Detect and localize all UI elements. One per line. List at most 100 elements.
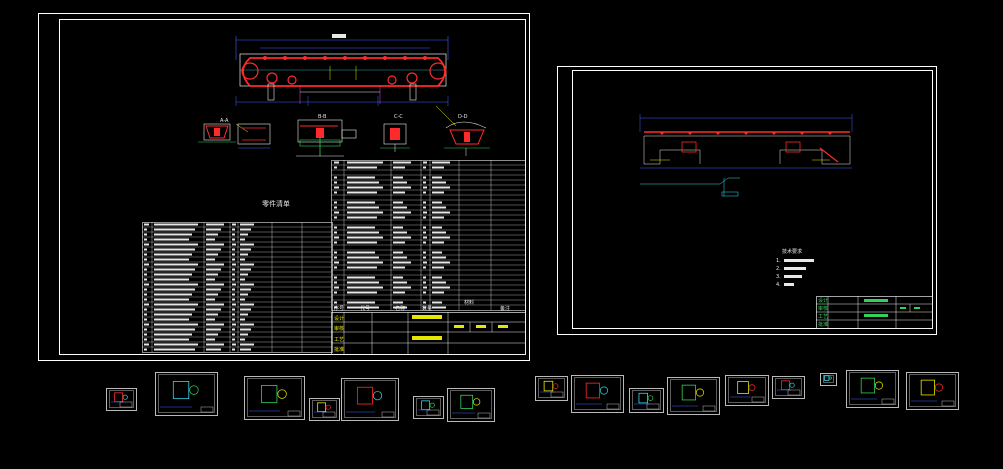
drawing-thumbnail-7[interactable] [447,388,495,422]
section-label-b: B-B [318,114,327,120]
drawing-sheet-1[interactable]: A-A B-B C-C [38,13,530,361]
table-cell-text [334,231,337,234]
note-1: 1. [776,258,781,264]
table-cell-text [432,181,446,184]
table-cell-text [423,216,426,219]
drawing-thumbnail-1[interactable] [106,388,137,411]
table-cell-text [334,286,339,289]
table-cell-text [393,261,411,264]
thumbnail-frame [571,375,624,413]
drawing-thumbnail-8[interactable] [535,376,568,401]
table-cell-text [432,301,442,304]
table-cell-text [240,303,254,306]
thumbnail-frame [772,376,805,399]
table-cell-text [240,318,245,321]
table-cell-text [144,328,147,331]
table-cell-text [347,231,379,234]
parts-list-table-left [142,222,333,353]
table-cell-text [393,291,405,294]
table-cell-text [154,278,189,281]
drawing-thumbnail-12[interactable] [725,375,769,406]
table-cell-text [240,263,254,266]
thumbnail-inner-frame [849,372,896,405]
thumbnail-hole [647,395,654,401]
thumbnail-inner-frame [109,390,134,408]
table-cell-text [154,253,192,256]
drawing-sheet-2[interactable]: 技术要求 1. 2. 3. 4. 设计 审核 工艺 批准 [557,66,937,335]
table-cell-text [144,298,147,301]
table-cell-text [240,283,254,286]
table-cell-text [206,333,218,336]
thumbnail-frame [155,372,218,416]
thumbnail-part [638,392,649,404]
drawing-thumbnail-6[interactable] [413,396,444,419]
table-border [331,160,526,311]
table-cell-text [154,303,198,306]
table-cell-text [144,248,147,251]
table-cell-text [144,348,147,351]
drawing-thumbnail-11[interactable] [667,377,720,415]
title-cell-approve: 批准 [334,346,344,353]
table-cell-text [423,231,426,234]
drawing-thumbnail-14[interactable] [820,373,837,386]
table-cell-text [232,308,235,311]
table-cell-text [144,258,147,261]
table-cell-text [240,223,254,226]
table-cell-text [393,201,403,204]
table-cell-text [334,241,337,244]
drawing-thumbnail-16[interactable] [906,372,959,410]
table-cell-text [240,338,245,341]
table-cell-text [144,268,147,271]
table-cell-text [423,186,427,189]
table-cell-text [206,308,221,311]
table-cell-text [232,228,235,231]
table-cell-text [240,343,254,346]
table-cell-text [423,256,426,259]
table-cell-text [154,243,198,246]
section-label-c: C-C [394,114,403,120]
drawing-thumbnail-9[interactable] [571,375,624,413]
table-cell-text [432,291,444,294]
table-cell-text [206,323,224,326]
table-cell-text [206,348,221,351]
conveyor-frame-view [639,114,853,197]
drawing-thumbnail-15[interactable] [846,370,899,408]
thumbnail-hole [874,381,883,390]
thumbnail-part [172,381,190,400]
table-cell-text [432,186,450,189]
table-cell-text [347,176,375,179]
table-cell-text [154,283,198,286]
thumbnail-hole [789,382,795,388]
table-cell-text [206,343,224,346]
thumbnail-frame [725,375,769,406]
table-cell-text [240,228,251,231]
thumbnail-inner-frame [775,378,802,396]
table-cell-text [423,176,426,179]
table-cell-text [423,286,427,289]
drawing-thumbnail-2[interactable] [155,372,218,416]
drawing-thumbnail-5[interactable] [341,378,399,421]
table-header-remark: 备注 [500,305,510,312]
thumbnail-inner-frame [158,374,215,413]
thumbnail-frame [413,396,444,419]
table-cell-text [423,226,426,229]
table-cell-text [232,318,235,321]
drawing-thumbnail-10[interactable] [629,388,664,413]
table-cell-text [154,258,189,261]
thumbnail-title-block [381,411,395,418]
thumbnail-title-block [426,409,440,416]
table-cell-text [232,328,235,331]
table-cell-text [206,298,215,301]
title2-cell-design: 设计 [818,297,828,304]
table-cell-text [423,281,426,284]
thumbnail-hole [599,386,608,395]
table-cell-text [334,266,337,269]
thumbnail-title-block [200,406,214,413]
thumbnail-inner-frame [344,380,396,418]
drawing-thumbnail-3[interactable] [244,376,305,420]
table-cell-text [347,181,379,184]
table-cell-text [334,161,339,164]
drawing-thumbnail-4[interactable] [309,398,340,421]
drawing-thumbnail-13[interactable] [772,376,805,399]
